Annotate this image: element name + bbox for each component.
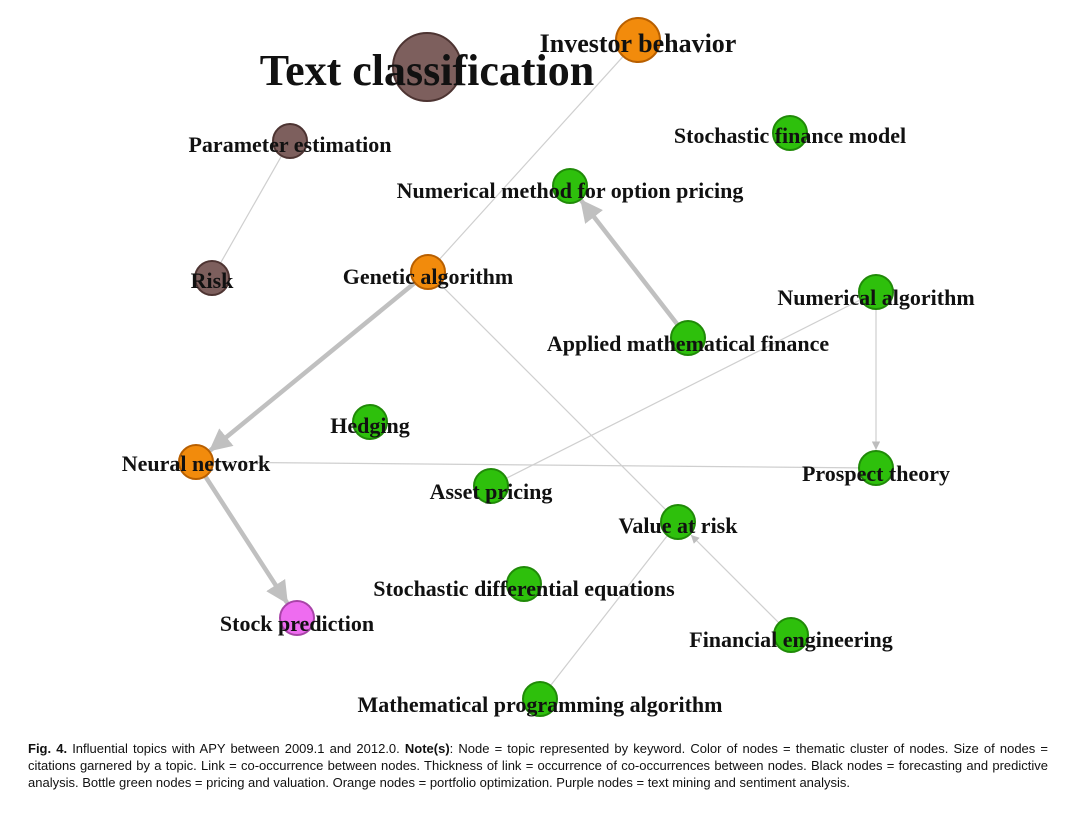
node-label-financial-engineering: Financial engineering bbox=[689, 627, 893, 652]
edge-numerical-algorithm-to-asset-pricing bbox=[505, 299, 862, 479]
caption-text-2: : Node = topic represented by keyword. C… bbox=[28, 741, 1048, 790]
node-label-risk: Risk bbox=[191, 268, 235, 293]
node-label-numerical-method-option-pricing: Numerical method for option pricing bbox=[397, 178, 744, 203]
node-value-at-risk bbox=[660, 504, 696, 540]
node-stock-prediction bbox=[279, 600, 315, 636]
caption-fig-label: Fig. 4. bbox=[28, 741, 68, 756]
node-label-stochastic-differential-equations: Stochastic differential equations bbox=[373, 576, 675, 601]
node-investor-behavior bbox=[615, 17, 661, 63]
edge-applied-mathematical-finance-to-numerical-method-option-pricing bbox=[579, 198, 680, 327]
node-label-hedging: Hedging bbox=[330, 413, 409, 438]
caption-note-label: Note(s) bbox=[404, 741, 450, 756]
edge-genetic-algorithm-to-neural-network bbox=[208, 280, 418, 453]
node-stochastic-finance-model bbox=[772, 115, 808, 151]
node-label-text-classification: Text classification bbox=[260, 46, 594, 95]
figure-caption: Fig. 4. Influential topics with APY betw… bbox=[28, 740, 1048, 791]
node-label-prospect-theory: Prospect theory bbox=[802, 461, 950, 486]
edge-neural-network-to-stock-prediction bbox=[202, 474, 289, 605]
edge-genetic-algorithm-to-value-at-risk bbox=[439, 283, 667, 511]
node-label-asset-pricing: Asset pricing bbox=[430, 479, 553, 504]
node-risk bbox=[194, 260, 230, 296]
node-prospect-theory bbox=[858, 450, 894, 486]
node-label-applied-mathematical-finance: Applied mathematical finance bbox=[547, 331, 830, 356]
caption-text-1: Influential topics with APY between 2009… bbox=[67, 741, 405, 756]
node-financial-engineering bbox=[773, 617, 809, 653]
edges-layer bbox=[202, 55, 881, 687]
node-mathematical-programming-algorithm bbox=[522, 681, 558, 717]
node-numerical-algorithm bbox=[858, 274, 894, 310]
node-genetic-algorithm bbox=[410, 254, 446, 290]
node-stochastic-differential-equations bbox=[506, 566, 542, 602]
node-hedging bbox=[352, 404, 388, 440]
node-label-numerical-algorithm: Numerical algorithm bbox=[777, 285, 974, 310]
edge-neural-network-to-prospect-theory bbox=[212, 461, 860, 469]
node-label-parameter-estimation: Parameter estimation bbox=[188, 132, 391, 157]
node-label-stock-prediction: Stock prediction bbox=[220, 611, 374, 636]
node-numerical-method-option-pricing bbox=[552, 168, 588, 204]
node-label-value-at-risk: Value at risk bbox=[619, 513, 739, 538]
node-parameter-estimation bbox=[272, 123, 308, 159]
node-applied-mathematical-finance bbox=[670, 320, 706, 356]
node-label-investor-behavior: Investor behavior bbox=[540, 29, 737, 58]
nodes-layer bbox=[178, 17, 894, 717]
node-label-stochastic-finance-model: Stochastic finance model bbox=[674, 123, 906, 148]
node-label-neural-network: Neural network bbox=[122, 451, 271, 476]
node-text-classification bbox=[392, 32, 462, 102]
edge-genetic-algorithm-to-investor-behavior bbox=[438, 55, 624, 260]
edge-parameter-estimation-to-risk bbox=[219, 155, 283, 264]
node-label-mathematical-programming-algorithm: Mathematical programming algorithm bbox=[358, 692, 723, 717]
node-label-genetic-algorithm: Genetic algorithm bbox=[343, 264, 513, 289]
edge-financial-engineering-to-value-at-risk bbox=[690, 534, 780, 624]
edge-mathematical-programming-algorithm-to-value-at-risk bbox=[549, 534, 669, 687]
node-asset-pricing bbox=[473, 468, 509, 504]
node-neural-network bbox=[178, 444, 214, 480]
